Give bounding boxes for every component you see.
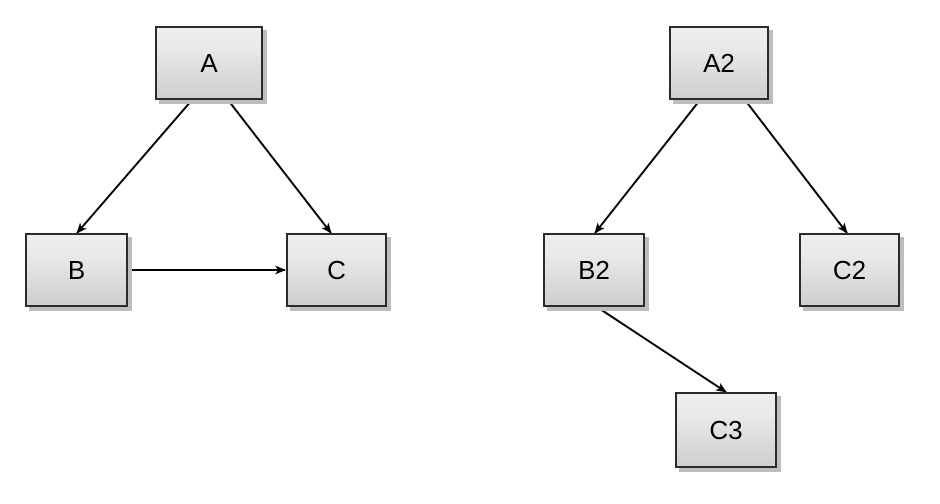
node-b2[interactable]: B2 (543, 233, 645, 307)
node-c3[interactable]: C3 (675, 392, 777, 468)
edge-a-to-c (227, 99, 332, 234)
node-a2[interactable]: A2 (669, 26, 769, 100)
node-label-c3: C3 (709, 415, 743, 445)
node-label-c: C (327, 255, 346, 285)
edge-b2-to-c3 (596, 306, 727, 393)
node-a[interactable]: A (155, 26, 263, 100)
node-label-a: A (200, 48, 218, 78)
node-c[interactable]: C (286, 233, 387, 307)
node-label-b: B (67, 255, 86, 285)
node-b[interactable]: B (25, 233, 128, 307)
node-c2[interactable]: C2 (799, 233, 900, 307)
edge-a-to-b (76, 99, 193, 234)
node-label-a2: A2 (703, 48, 735, 78)
edge-a2-to-b2 (594, 99, 701, 234)
edge-a2-to-c2 (744, 99, 848, 234)
node-label-c2: C2 (832, 255, 867, 285)
node-label-b2: B2 (578, 255, 610, 285)
